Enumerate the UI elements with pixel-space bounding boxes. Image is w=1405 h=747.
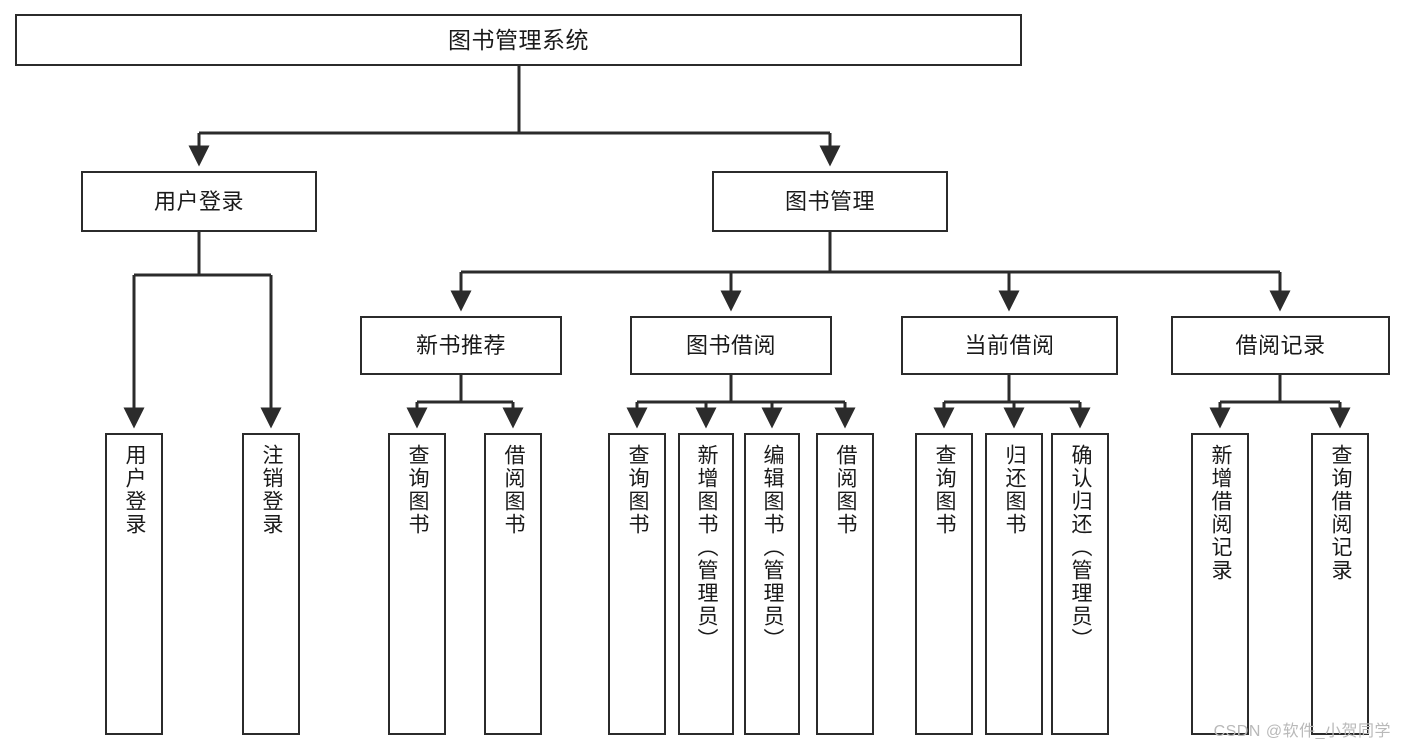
- node-book-manage[interactable]: 图书管理: [712, 171, 948, 232]
- node-root[interactable]: 图书管理系统: [15, 14, 1022, 66]
- node-book-borrow[interactable]: 图书借阅: [630, 316, 832, 375]
- node-leaf-query-book-1-label: 查询图书: [406, 444, 430, 536]
- node-leaf-add-record[interactable]: 新增借阅记录: [1191, 433, 1249, 735]
- node-leaf-user-login-label: 用户登录: [123, 444, 147, 536]
- node-leaf-return-book[interactable]: 归还图书: [985, 433, 1043, 735]
- node-new-book-rec[interactable]: 新书推荐: [360, 316, 562, 375]
- node-borrow-record[interactable]: 借阅记录: [1171, 316, 1390, 375]
- node-leaf-confirm-return-label: 确认归还（管理员）: [1069, 444, 1093, 651]
- node-leaf-confirm-return[interactable]: 确认归还（管理员）: [1051, 433, 1109, 735]
- node-leaf-logout[interactable]: 注销登录: [242, 433, 300, 735]
- node-leaf-query-book-2[interactable]: 查询图书: [608, 433, 666, 735]
- node-leaf-logout-label: 注销登录: [260, 444, 284, 536]
- node-leaf-add-book[interactable]: 新增图书（管理员）: [678, 433, 734, 735]
- node-new-book-rec-label: 新书推荐: [415, 332, 506, 358]
- node-leaf-return-book-label: 归还图书: [1003, 444, 1027, 536]
- node-current-borrow[interactable]: 当前借阅: [901, 316, 1118, 375]
- node-leaf-add-book-label: 新增图书（管理员）: [695, 444, 719, 651]
- node-leaf-borrow-book-1[interactable]: 借阅图书: [484, 433, 542, 735]
- node-current-borrow-label: 当前借阅: [964, 332, 1055, 358]
- node-leaf-edit-book-label: 编辑图书（管理员）: [761, 444, 785, 651]
- node-book-manage-label: 图书管理: [784, 188, 875, 214]
- node-user-login-label: 用户登录: [153, 188, 244, 214]
- node-leaf-query-book-3-label: 查询图书: [933, 444, 957, 536]
- node-leaf-borrow-book-2-label: 借阅图书: [834, 444, 858, 536]
- node-leaf-edit-book[interactable]: 编辑图书（管理员）: [744, 433, 800, 735]
- node-leaf-query-book-1[interactable]: 查询图书: [388, 433, 446, 735]
- node-leaf-query-book-3[interactable]: 查询图书: [915, 433, 973, 735]
- watermark-text: CSDN @软件_小贺同学: [1213, 723, 1391, 740]
- node-leaf-query-book-2-label: 查询图书: [626, 444, 650, 536]
- node-leaf-query-record[interactable]: 查询借阅记录: [1311, 433, 1369, 735]
- node-borrow-record-label: 借阅记录: [1235, 332, 1326, 358]
- node-leaf-query-record-label: 查询借阅记录: [1329, 444, 1353, 582]
- node-leaf-borrow-book-2[interactable]: 借阅图书: [816, 433, 874, 735]
- node-root-label: 图书管理系统: [448, 26, 589, 53]
- node-leaf-borrow-book-1-label: 借阅图书: [502, 444, 526, 536]
- node-leaf-add-record-label: 新增借阅记录: [1209, 444, 1233, 582]
- node-book-borrow-label: 图书借阅: [685, 332, 776, 358]
- node-user-login[interactable]: 用户登录: [81, 171, 317, 232]
- node-leaf-user-login[interactable]: 用户登录: [105, 433, 163, 735]
